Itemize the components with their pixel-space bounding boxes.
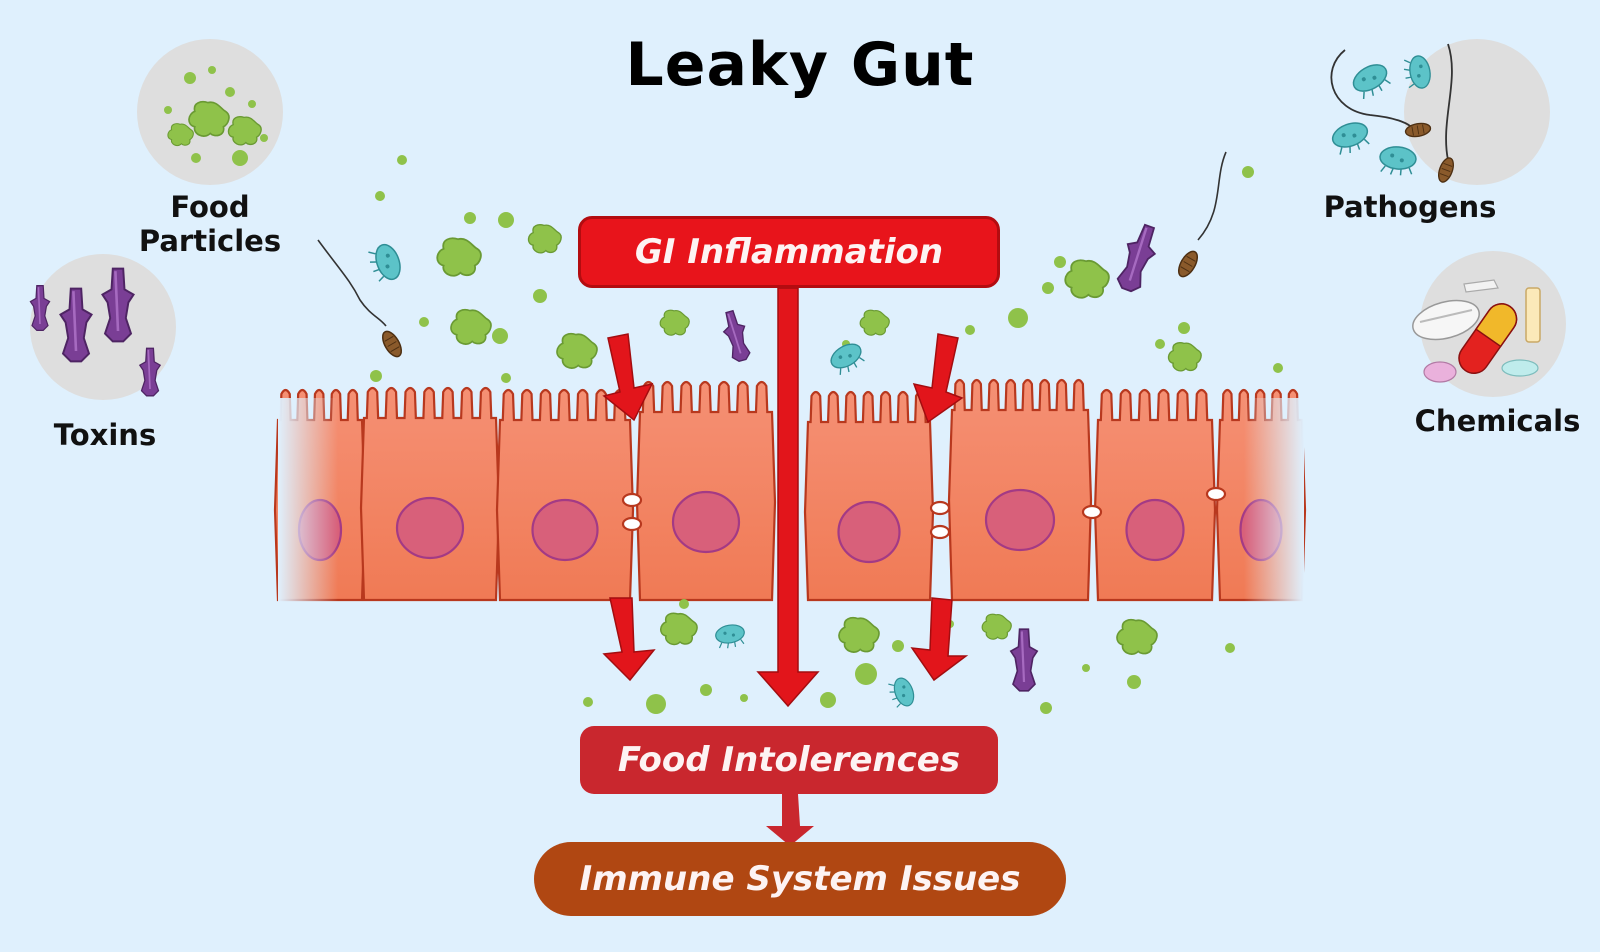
food-intolerances-box: Food Intolerences [580, 726, 998, 794]
epithelial-cell [803, 390, 935, 602]
arrow-out-right [910, 597, 969, 682]
epithelial-cell [495, 388, 635, 602]
food-particles-label: Food Particles [138, 190, 282, 258]
cell-nucleus [531, 498, 599, 562]
junction-gap [621, 492, 643, 508]
gi-inflammation-box: GI Inflammation [578, 216, 1000, 288]
junction-gap [1081, 504, 1103, 520]
arrow-in-left [602, 333, 654, 422]
arrow-out-left [602, 597, 656, 682]
epithelial-cell [1093, 388, 1217, 602]
immune-system-issues-box: Immune System Issues [534, 842, 1066, 916]
cell-nucleus [671, 490, 741, 554]
pathogens-label: Pathogens [1323, 190, 1497, 224]
cell-nucleus [1125, 498, 1185, 562]
toxins-label: Toxins [53, 418, 157, 452]
arrow-to-immune [766, 794, 814, 846]
epithelial-layer [273, 378, 1307, 620]
epithelial-cell [359, 386, 501, 602]
pathogens-circle [1404, 39, 1550, 185]
chemicals-icon [1412, 279, 1541, 383]
cell-nucleus [984, 488, 1056, 552]
chemicals-label: Chemicals [1414, 404, 1581, 438]
pathogens-icon [1328, 43, 1457, 185]
arrow-in-right [912, 333, 964, 424]
page-title: Leaky Gut [625, 30, 975, 100]
junction-gap [929, 500, 951, 516]
junction-gap [621, 516, 643, 532]
junction-gap [1205, 486, 1227, 502]
cell-nucleus [837, 500, 901, 564]
toxins-circle [30, 254, 176, 400]
particles-above [317, 151, 1283, 383]
junction-gap [929, 524, 951, 540]
food-particles-icon [164, 66, 268, 166]
particles-below [583, 599, 1235, 714]
main-arrow [756, 287, 820, 708]
arrows [602, 287, 969, 846]
cell-nucleus [395, 496, 465, 560]
